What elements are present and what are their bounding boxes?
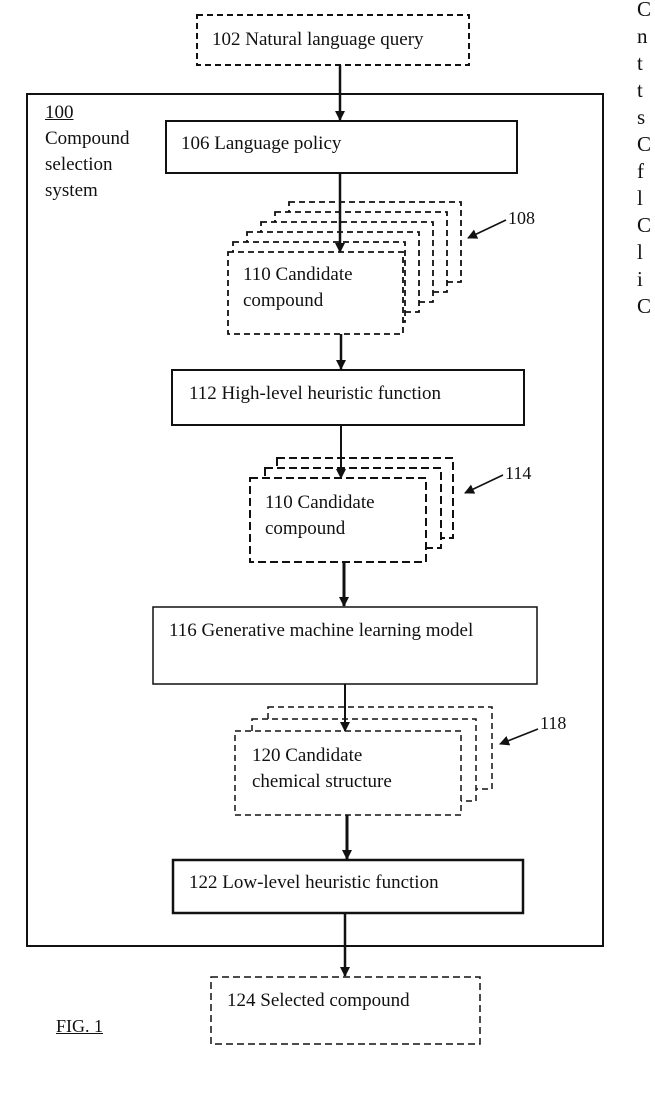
ref-114: 114 (505, 460, 531, 486)
margin-letter: l (637, 239, 655, 266)
margin-letter: n (637, 23, 655, 50)
system-name-line1: Compound (45, 126, 129, 152)
system-name-line2: selection (45, 152, 129, 178)
margin-letter: f (637, 158, 655, 185)
system-ref: 100 (45, 100, 129, 126)
margin-letter: C (637, 0, 655, 23)
structure-line1: 120 Candidate (252, 743, 362, 769)
low-level-heuristic-label: 122 Low-level heuristic function (189, 870, 439, 896)
selected-compound-label: 124 Selected compound (227, 988, 410, 1014)
ref-108: 108 (508, 205, 535, 231)
system-name-line3: system (45, 178, 129, 204)
system-label: 100 Compound selection system (45, 100, 129, 204)
language-policy-label: 106 Language policy (181, 131, 341, 157)
margin-letter: C (637, 131, 655, 158)
candidate-a-line2: compound (243, 288, 323, 314)
generative-model-label: 116 Generative machine learning model (169, 618, 473, 644)
leader-118 (500, 729, 538, 744)
high-level-heuristic-label: 112 High-level heuristic function (189, 381, 441, 407)
margin-letter: l (637, 185, 655, 212)
leader-114 (465, 475, 503, 493)
candidate-a-line1: 110 Candidate (243, 262, 353, 288)
candidate-b-line1: 110 Candidate (265, 490, 375, 516)
candidate-b-line2: compound (265, 516, 345, 542)
margin-letter: s (637, 104, 655, 131)
figure-label: FIG. 1 (56, 1016, 103, 1037)
margin-letter: t (637, 50, 655, 77)
margin-text-column: C n t t s C f l C l i C (637, 0, 655, 320)
margin-letter: C (637, 212, 655, 239)
margin-letter: i (637, 266, 655, 293)
leader-108 (468, 220, 506, 238)
ref-118: 118 (540, 710, 566, 736)
structure-line2: chemical structure (252, 769, 392, 795)
margin-letter: C (637, 293, 655, 320)
query-label: 102 Natural language query (212, 27, 424, 53)
margin-letter: t (637, 77, 655, 104)
